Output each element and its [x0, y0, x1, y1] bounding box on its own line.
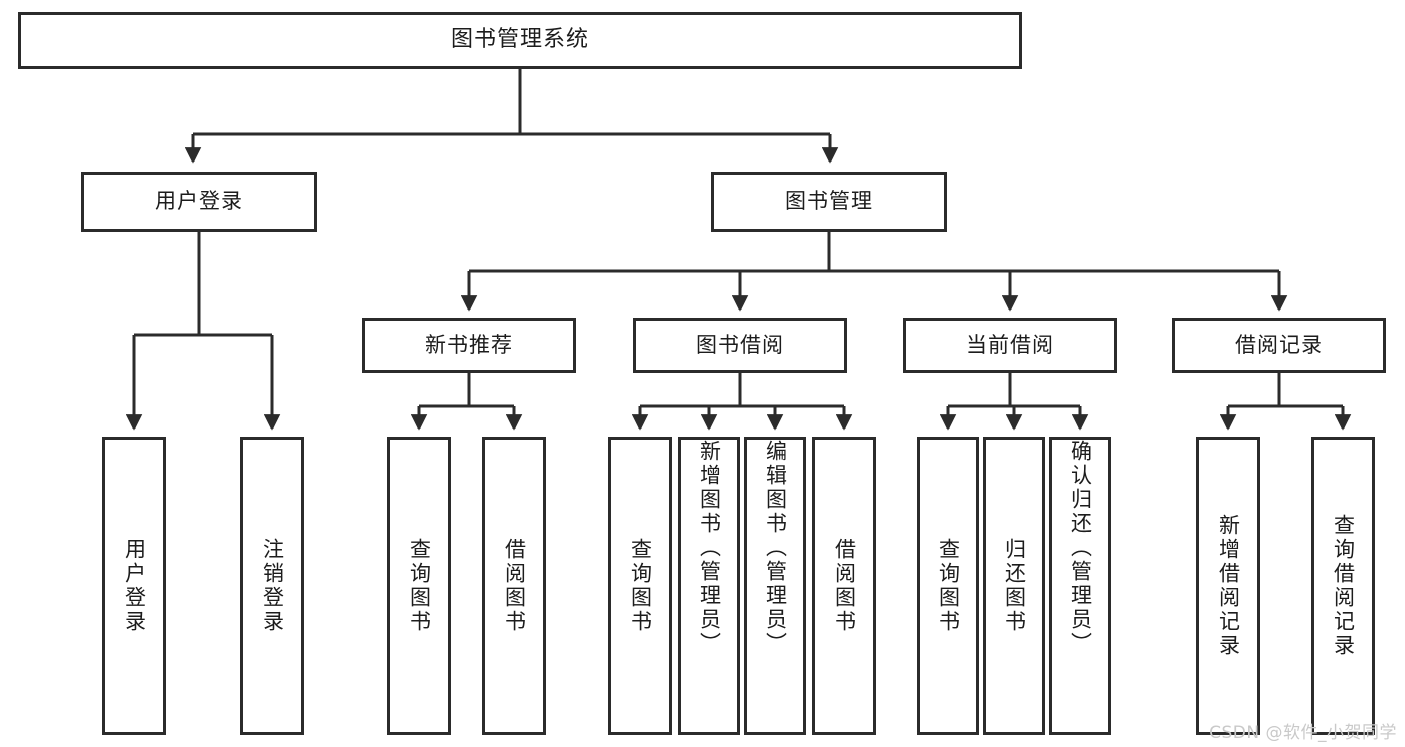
node-leaf-query-borrow-record[interactable]: 查询借阅记录: [1311, 437, 1375, 735]
node-borrow-record-label: 借阅记录: [1235, 332, 1323, 357]
watermark-text: CSDN @软件_小贺同学: [1209, 723, 1397, 743]
node-leaf-user-login-label: 用户登录: [122, 538, 147, 634]
node-root-label: 图书管理系统: [450, 27, 589, 53]
node-leaf-logout-label: 注销登录: [260, 538, 285, 634]
node-current-borrow-label: 当前借阅: [966, 332, 1054, 357]
node-leaf-query-book-2-label: 查询图书: [628, 538, 653, 634]
node-book-management[interactable]: 图书管理: [711, 172, 947, 232]
node-leaf-query-borrow-record-label: 查询借阅记录: [1331, 514, 1356, 658]
node-leaf-borrow-book-2[interactable]: 借阅图书: [812, 437, 876, 735]
node-leaf-borrow-book-1[interactable]: 借阅图书: [482, 437, 546, 735]
node-root[interactable]: 图书管理系统: [18, 12, 1022, 69]
node-leaf-query-book-2[interactable]: 查询图书: [608, 437, 672, 735]
node-leaf-borrow-book-1-label: 借阅图书: [502, 538, 527, 634]
node-leaf-query-book-1[interactable]: 查询图书: [387, 437, 451, 735]
node-book-management-label: 图书管理: [785, 189, 873, 214]
node-user-login-label: 用户登录: [155, 189, 243, 214]
node-leaf-edit-book[interactable]: 编辑图书（管理员）: [744, 437, 806, 735]
node-leaf-logout[interactable]: 注销登录: [240, 437, 304, 735]
node-leaf-edit-book-label: 编辑图书（管理员）: [763, 440, 788, 656]
node-leaf-confirm-return[interactable]: 确认归还（管理员）: [1049, 437, 1111, 735]
node-leaf-add-borrow-record-label: 新增借阅记录: [1216, 514, 1241, 658]
node-borrow-record[interactable]: 借阅记录: [1172, 318, 1386, 373]
node-leaf-add-book[interactable]: 新增图书（管理员）: [678, 437, 740, 735]
node-leaf-return-book[interactable]: 归还图书: [983, 437, 1045, 735]
node-leaf-borrow-book-2-label: 借阅图书: [832, 538, 857, 634]
node-leaf-add-book-label: 新增图书（管理员）: [697, 440, 722, 656]
node-book-borrow-label: 图书借阅: [696, 332, 784, 357]
node-user-login[interactable]: 用户登录: [81, 172, 317, 232]
node-leaf-query-book-1-label: 查询图书: [407, 538, 432, 634]
node-leaf-user-login[interactable]: 用户登录: [102, 437, 166, 735]
node-book-borrow[interactable]: 图书借阅: [633, 318, 847, 373]
node-leaf-return-book-label: 归还图书: [1002, 538, 1027, 634]
node-new-book-recommend[interactable]: 新书推荐: [362, 318, 576, 373]
node-new-book-recommend-label: 新书推荐: [425, 332, 513, 357]
node-leaf-query-book-3[interactable]: 查询图书: [917, 437, 979, 735]
node-leaf-query-book-3-label: 查询图书: [936, 538, 961, 634]
node-leaf-confirm-return-label: 确认归还（管理员）: [1068, 440, 1093, 656]
node-leaf-add-borrow-record[interactable]: 新增借阅记录: [1196, 437, 1260, 735]
node-current-borrow[interactable]: 当前借阅: [903, 318, 1117, 373]
